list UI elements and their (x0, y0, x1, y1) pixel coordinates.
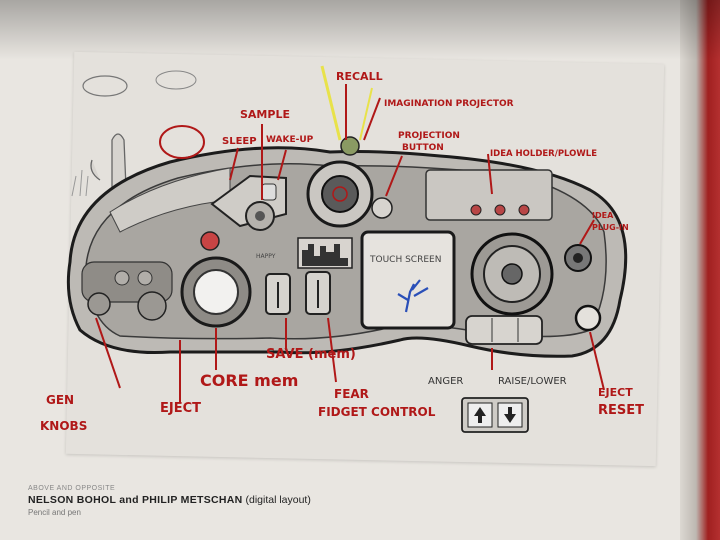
sleep-indicator[interactable] (200, 231, 220, 251)
caption-layout: (digital layout) (245, 494, 311, 506)
label-reset: RESET (598, 403, 644, 418)
label-save: SAVE (mem) (266, 347, 356, 362)
gen-knob-4[interactable] (137, 270, 153, 286)
caption-artists: NELSON BOHOL and PHILIP METSCHAN (28, 494, 243, 506)
label-knobs: KNOBS (40, 419, 87, 433)
city-skyline (302, 244, 348, 266)
label-raise-lower: RAISE/LOWER (498, 376, 567, 387)
idea-holder-slot-2[interactable] (494, 204, 506, 216)
core-memory-orb[interactable] (193, 269, 239, 315)
label-eject-left: EJECT (160, 401, 201, 416)
touch-screen[interactable] (360, 230, 456, 330)
touch-hand-icon (397, 279, 429, 313)
annotation-lines (95, 84, 605, 402)
label-happy: HAPPY (256, 253, 276, 260)
down-arrow-icon (504, 407, 516, 423)
gen-knob-2[interactable] (137, 291, 167, 321)
doodle-hand (90, 133, 127, 189)
label-plug-in: PLUG-IN (592, 223, 629, 232)
label-eject-right: EJECT (598, 386, 633, 399)
console-top-strip (109, 167, 231, 233)
raise-lower-buttons[interactable] (465, 315, 543, 345)
page-edge (680, 0, 720, 540)
caption-section: ABOVE AND OPPOSITE (28, 485, 116, 492)
label-idea: IDEA (592, 211, 614, 220)
label-fidget-control: FIDGET CONTROL (318, 405, 436, 419)
recall-beam-2 (359, 87, 373, 141)
recall-button[interactable] (340, 136, 360, 156)
gutter-shadow (0, 0, 720, 60)
label-projection: PROJECTION (398, 131, 460, 141)
idea-holder-panel (425, 169, 553, 221)
doodle-hand-small (71, 169, 89, 197)
up-arrow-icon (474, 407, 486, 423)
label-imagination-projector: IMAGINATION PROJECTOR (384, 99, 514, 109)
label-recall: RECALL (336, 70, 383, 83)
label-fear: FEAR (334, 387, 369, 401)
recall-beam-1 (320, 65, 342, 141)
projection-button[interactable] (371, 197, 393, 219)
label-button: BUTTON (402, 143, 444, 153)
sample-knob-center (255, 211, 265, 221)
doodle-eye-right (155, 70, 197, 90)
label-sleep: SLEEP (222, 136, 257, 147)
caption-block: ABOVE AND OPPOSITE NELSON BOHOL and PHIL… (28, 485, 311, 517)
label-wake-up: WAKE-UP (266, 135, 314, 145)
label-core-mem: CORE mem (200, 371, 298, 390)
sleep-dial[interactable] (159, 125, 205, 159)
reset-button[interactable] (574, 304, 602, 332)
idea-holder-slot-1[interactable] (470, 204, 482, 216)
label-anger: ANGER (428, 376, 463, 387)
wake-up-switch[interactable] (261, 183, 277, 201)
label-gen: GEN (46, 393, 74, 407)
caption-media: Pencil and pen (28, 508, 81, 517)
imagination-projector-lens[interactable] (321, 175, 359, 213)
caption-title: NELSON BOHOL and PHILIP METSCHAN (digita… (28, 494, 311, 506)
label-touch-screen: TOUCH SCREEN (369, 255, 441, 265)
label-sample: SAMPLE (240, 108, 290, 121)
idea-holder-slot-3[interactable] (518, 204, 530, 216)
gen-knob-3[interactable] (114, 270, 130, 286)
label-idea-holder: IDEA HOLDER/PLOWLE (490, 149, 597, 159)
doodle-eye-left (82, 75, 128, 97)
gen-knob-1[interactable] (87, 292, 111, 316)
